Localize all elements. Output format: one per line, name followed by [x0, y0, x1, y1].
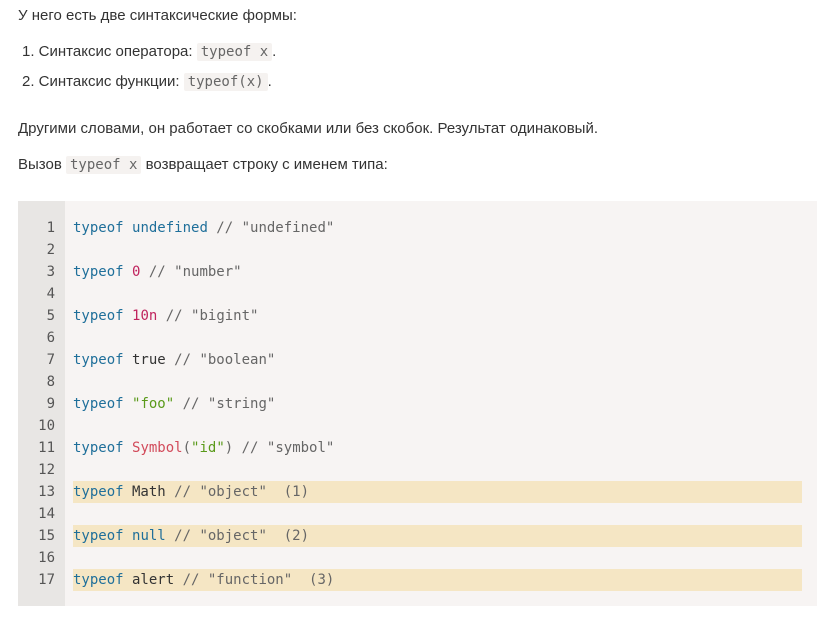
code-token: // "object" (2) — [165, 528, 310, 544]
code-token — [124, 440, 132, 456]
code-token: true — [123, 352, 166, 368]
line-number: 10 — [38, 418, 55, 434]
intro-paragraph: У него есть две синтаксические формы: — [18, 7, 297, 24]
code-token: "id" — [191, 440, 225, 456]
call-paragraph: Вызов typeof x возвращает строку с имене… — [18, 155, 388, 175]
code-token: typeof — [73, 352, 124, 368]
call-text-before: Вызов — [18, 156, 66, 173]
code-token: typeof — [73, 220, 124, 236]
line-number: 12 — [38, 462, 55, 478]
line-number: 13 — [38, 484, 55, 500]
code-token — [124, 308, 132, 324]
line-number: 6 — [46, 330, 55, 346]
inline-code: typeof x — [65, 156, 142, 174]
list-item-end: . — [272, 43, 277, 60]
code-line: typeof Math // "object" (1) — [73, 481, 309, 503]
code-line: typeof Symbol("id") // "symbol" — [73, 437, 334, 459]
code-token — [124, 528, 132, 544]
highlighted-line-background — [73, 569, 802, 591]
code-line: typeof 0 // "number" — [73, 261, 242, 283]
code-token: 0 — [132, 264, 141, 280]
code-token — [124, 396, 132, 412]
code-token: // "object" (1) — [165, 484, 310, 500]
line-number: 17 — [38, 572, 55, 588]
line-number: 1 — [46, 220, 55, 236]
line-number: 11 — [38, 440, 55, 456]
list-item-end: . — [267, 73, 272, 90]
code-token: // "string" — [174, 396, 276, 412]
code-token: Symbol — [132, 440, 183, 456]
line-number: 14 — [38, 506, 55, 522]
code-line: typeof null // "object" (2) — [73, 525, 309, 547]
code-line: typeof 10n // "bigint" — [73, 305, 258, 327]
code-token: typeof — [73, 528, 124, 544]
code-line: typeof undefined // "undefined" — [73, 217, 334, 239]
code-token: // "symbol" — [233, 440, 335, 456]
code-token: // "boolean" — [165, 352, 276, 368]
list-item-text: 2. Синтаксис функции: — [22, 73, 184, 90]
list-item-text: 1. Синтаксис оператора: — [22, 43, 197, 60]
code-token: // "undefined" — [207, 220, 335, 236]
code-token: null — [132, 528, 166, 544]
call-text-after: возвращает строку с именем типа: — [141, 156, 388, 173]
code-token: // "number" — [140, 264, 242, 280]
line-number: 9 — [46, 396, 55, 412]
code-line: typeof alert // "function" (3) — [73, 569, 334, 591]
line-number: 16 — [38, 550, 55, 566]
list-item: 1. Синтаксис оператора: typeof x. — [22, 41, 276, 71]
code-token: typeof — [73, 264, 124, 280]
highlighted-line-background — [73, 525, 802, 547]
code-token: typeof — [73, 396, 124, 412]
code-token — [124, 264, 132, 280]
code-token: Math — [123, 484, 166, 500]
code-token: // "function" (3) — [174, 572, 335, 588]
code-token: ) — [224, 440, 234, 456]
code-token: undefined — [132, 220, 208, 236]
code-token: 10n — [132, 308, 158, 324]
highlighted-line-background — [73, 481, 802, 503]
line-number: 15 — [38, 528, 55, 544]
line-number: 4 — [46, 286, 55, 302]
code-token — [124, 220, 132, 236]
code-token: typeof — [73, 308, 124, 324]
other-words-paragraph: Другими словами, он работает со скобками… — [18, 120, 599, 137]
line-number: 8 — [46, 374, 55, 390]
line-number: 3 — [46, 264, 55, 280]
code-line: typeof true // "boolean" — [73, 349, 275, 371]
code-token: typeof — [73, 440, 124, 456]
code-token: alert — [123, 572, 175, 588]
line-number: 2 — [46, 242, 55, 258]
code-token: typeof — [73, 484, 124, 500]
inline-code: typeof(x) — [183, 73, 268, 91]
code-line: typeof "foo" // "string" — [73, 393, 275, 415]
list-item: 2. Синтаксис функции: typeof(x). — [22, 71, 276, 101]
code-token: typeof — [73, 572, 124, 588]
inline-code: typeof x — [196, 43, 273, 61]
syntax-forms-list: 1. Синтаксис оператора: typeof x. 2. Син… — [22, 41, 276, 101]
code-token: // "bigint" — [157, 308, 259, 324]
code-token: ( — [182, 440, 192, 456]
code-token: "foo" — [132, 396, 175, 412]
line-number: 7 — [46, 352, 55, 368]
line-number: 5 — [46, 308, 55, 324]
